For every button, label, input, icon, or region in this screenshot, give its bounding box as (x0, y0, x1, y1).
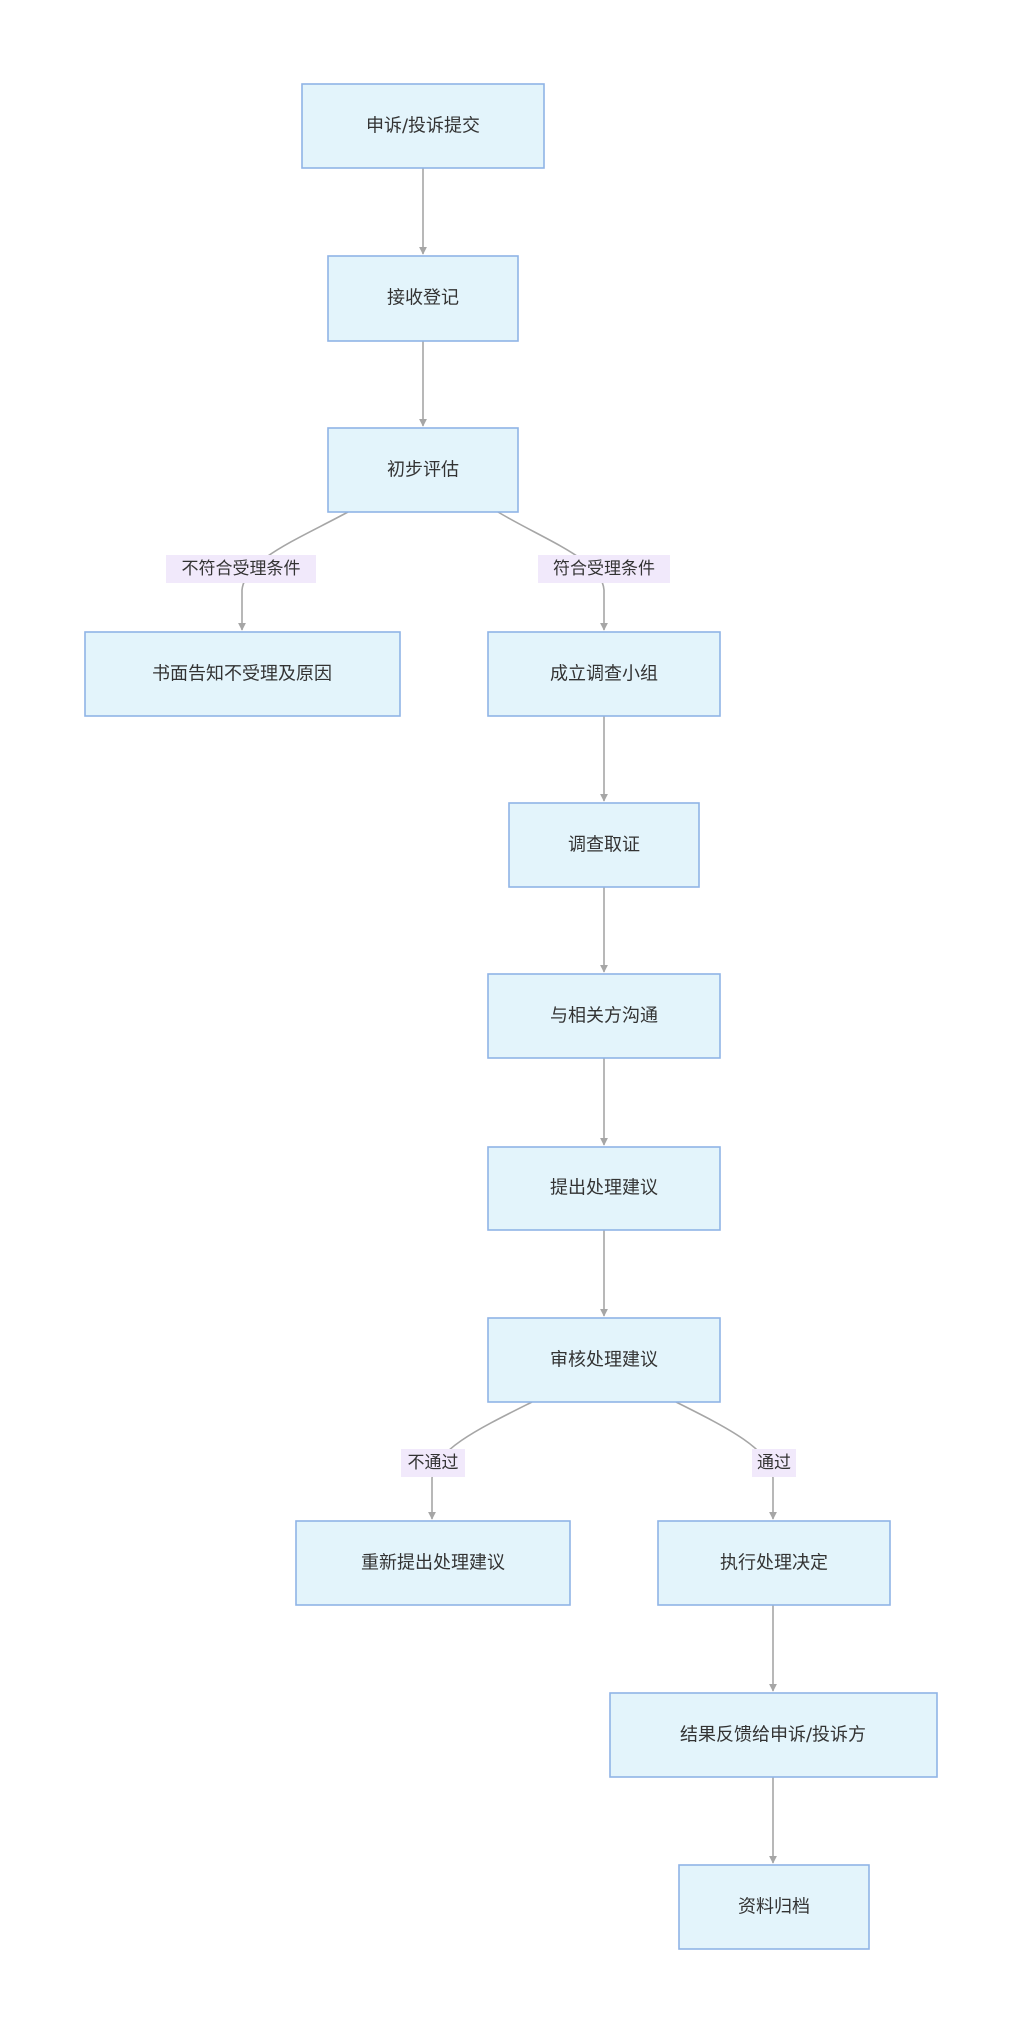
node-communicate-label: 与相关方沟通 (550, 1006, 658, 1027)
edge-assess-team (497, 511, 608, 631)
node-review-label: 审核处理建议 (550, 1350, 658, 1371)
node-feedback: 结果反馈给申诉/投诉方 (609, 1692, 938, 1778)
edge-label-approved: 通过 (752, 1449, 796, 1477)
node-archive-label: 资料归档 (738, 1897, 810, 1918)
node-assess-label: 初步评估 (387, 460, 459, 481)
node-form-team-label: 成立调查小组 (550, 664, 658, 685)
edge-label-not-eligible-text: 不符合受理条件 (182, 559, 301, 579)
edge-label-not-eligible: 不符合受理条件 (166, 555, 316, 583)
node-submit-label: 申诉/投诉提交 (366, 116, 480, 137)
node-register: 接收登记 (327, 255, 519, 342)
edge-label-approved-text: 通过 (757, 1453, 791, 1473)
edge-label-eligible: 符合受理条件 (538, 555, 670, 583)
nodes: 申诉/投诉提交 接收登记 初步评估 书面告知不受理及原因 成立调查小组 调查取证… (84, 83, 938, 1950)
node-feedback-label: 结果反馈给申诉/投诉方 (680, 1725, 866, 1746)
edge-labels: 不符合受理条件 符合受理条件 不通过 通过 (166, 555, 796, 1477)
node-investigate: 调查取证 (508, 802, 700, 888)
edge-label-eligible-text: 符合受理条件 (553, 559, 655, 579)
node-reject-notice: 书面告知不受理及原因 (84, 631, 401, 717)
node-assess: 初步评估 (327, 427, 519, 513)
node-re-propose-label: 重新提出处理建议 (361, 1553, 505, 1574)
node-propose-label: 提出处理建议 (550, 1178, 658, 1199)
node-reject-notice-label: 书面告知不受理及原因 (152, 664, 332, 685)
node-archive: 资料归档 (678, 1864, 870, 1950)
node-execute: 执行处理决定 (657, 1520, 891, 1606)
node-execute-label: 执行处理决定 (720, 1553, 828, 1574)
node-review: 审核处理建议 (487, 1317, 721, 1403)
node-propose: 提出处理建议 (487, 1146, 721, 1231)
edge-assess-reject (238, 511, 349, 631)
edge-label-rejected-text: 不通过 (408, 1453, 459, 1473)
node-communicate: 与相关方沟通 (487, 973, 721, 1059)
node-investigate-label: 调查取证 (568, 835, 640, 856)
edge-label-rejected: 不通过 (401, 1449, 465, 1477)
node-register-label: 接收登记 (387, 288, 459, 309)
node-form-team: 成立调查小组 (487, 631, 721, 717)
node-submit: 申诉/投诉提交 (301, 83, 545, 169)
node-re-propose: 重新提出处理建议 (295, 1520, 571, 1606)
